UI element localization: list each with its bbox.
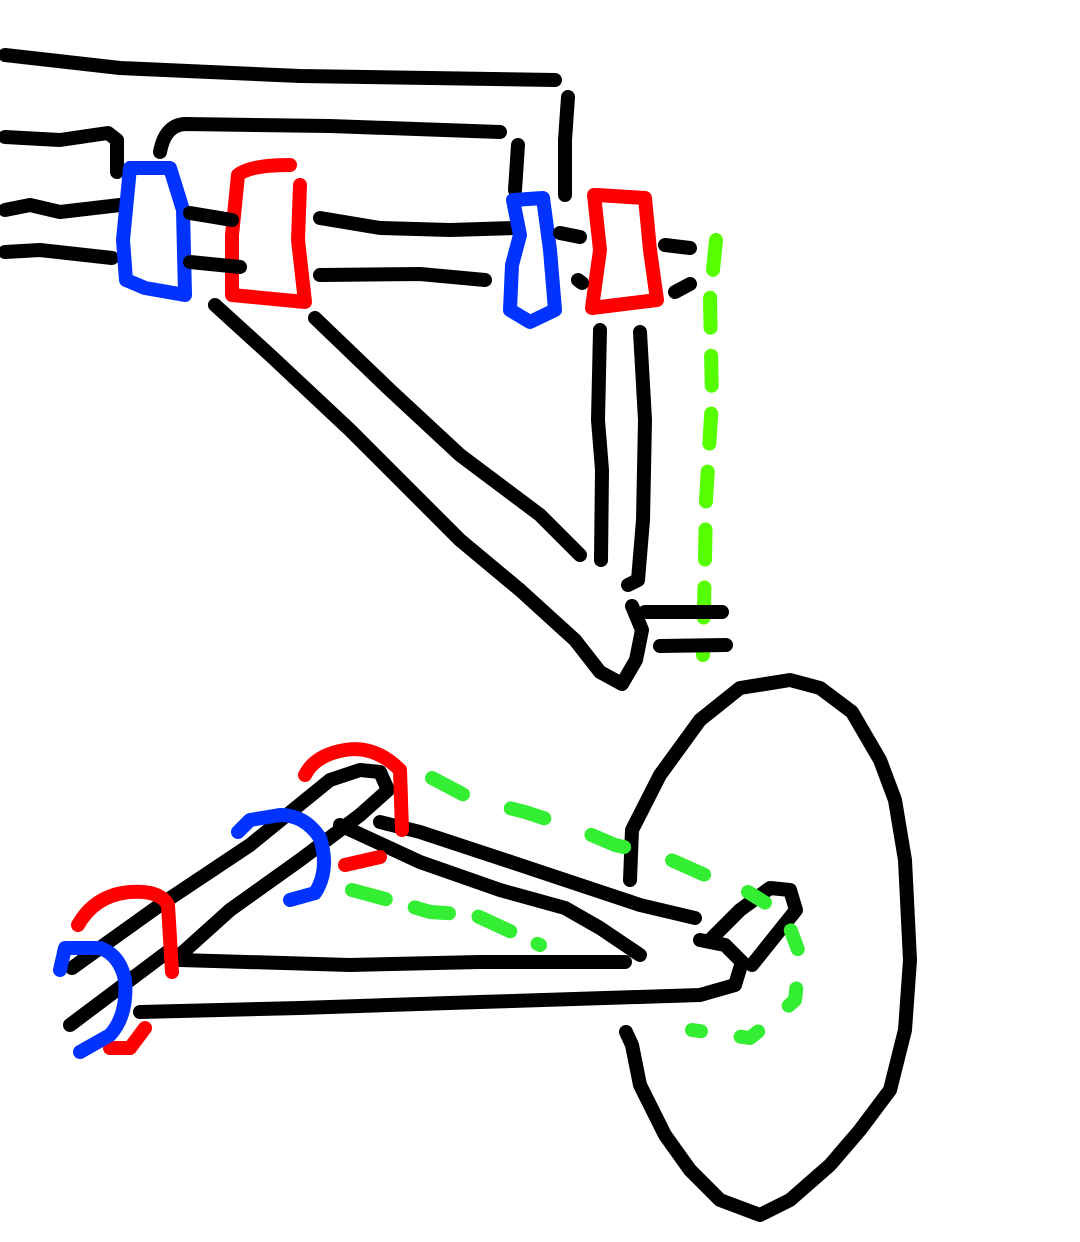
left-rail-upper: [0, 198, 127, 219]
connector-2b: [571, 273, 589, 290]
left-bracket: [0, 126, 124, 179]
loop-outline: [619, 673, 917, 1222]
arm-upper-outer: [65, 763, 395, 975]
connector-1b: [183, 255, 247, 274]
connector-1a: [183, 206, 239, 227]
green-dashed-guide-upper: [425, 771, 712, 882]
joint-rail-lower: [653, 638, 733, 653]
red-block-1: [225, 158, 312, 309]
connector-3a: [658, 238, 697, 255]
top-inner-frame-drop: [508, 138, 525, 197]
left-rail-lower: [0, 243, 119, 265]
red-mark-small: [338, 850, 387, 872]
vertical-post-right: [621, 325, 652, 592]
diagonal-arm-inner: [308, 311, 587, 562]
blue-block-2: [503, 191, 562, 329]
blue-cap-top: [231, 808, 331, 907]
diagonal-arm-outer: [208, 298, 649, 691]
blue-block-1: [116, 161, 192, 302]
green-dashed-guide-knob: [685, 885, 807, 1045]
blue-cap-bottom: [53, 941, 133, 1059]
top-outer-frame-line: [0, 48, 562, 87]
red-cap-middle: [71, 884, 179, 979]
green-dashed-guide-lower: [345, 883, 547, 952]
rod-lower: [313, 267, 492, 287]
vertical-post-left: [591, 323, 609, 567]
rod-upper: [313, 211, 522, 237]
red-cap-top: [298, 742, 409, 837]
knob-outline: [705, 881, 803, 972]
bottom-assembly: [53, 673, 917, 1222]
top-inner-frame-line: [153, 117, 507, 159]
arm-base-line: [173, 953, 632, 972]
connector-2a: [553, 226, 587, 244]
red-block-2: [585, 188, 664, 315]
green-dashed-guide-top: [696, 233, 723, 662]
top-assembly: [0, 48, 733, 691]
arm-inner-diagonal: [333, 818, 647, 962]
top-outer-frame-drop: [558, 90, 575, 202]
arm-lower-outer: [63, 933, 749, 1032]
connector-3b: [668, 277, 697, 299]
red-cap-bottom: [103, 1021, 152, 1055]
